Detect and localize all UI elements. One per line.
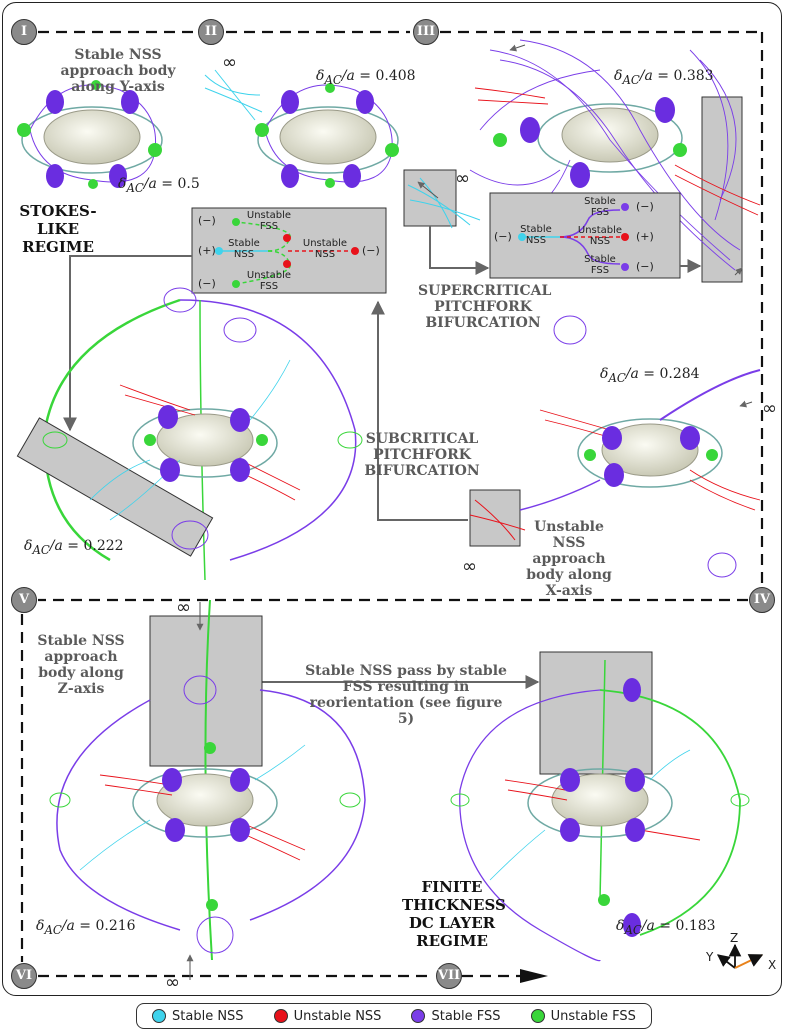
supercritical-sign-plus: (+) [636,230,654,243]
infinity-symbol-vi: ∞ [165,972,180,993]
panel-vi-artwork [49,599,366,980]
panel-marker-iii: III [413,19,439,45]
panel-marker-iv: IV [749,587,775,613]
supercritical-sign-minus-left: (−) [494,230,512,243]
supercritical-diagram [489,192,681,279]
subcritical-label-unstable-fss-bottom: Unstable FSS [246,270,292,292]
subcritical-sign-minus-right: (−) [362,244,380,257]
subcritical-sign-minus-top: (−) [198,214,216,227]
legend: Stable NSS Unstable NSS Stable FSS Unsta… [136,1003,652,1029]
legend-item-unstable-fss: Unstable FSS [530,1009,636,1024]
supercritical-label-stable-nss: Stable NSS [520,224,552,246]
infinity-symbol-v: ∞ [176,597,191,618]
panel-marker-i: I [11,19,37,45]
delta-label-i: δAC/a = 0.5 [118,176,200,195]
panel-iii-artwork [469,39,761,283]
legend-swatch-unstable-nss [273,1009,288,1023]
supercritical-label-stable-fss-bottom: Stable FSS [584,254,616,276]
infinity-symbol-subcritical: ∞ [462,556,477,577]
axis-label-y: Y [706,950,714,964]
annotation-unstable-x: Unstable NSS approach body along X-axis [526,519,612,599]
route-end-arrow [520,969,548,983]
supercritical-label-unstable-nss: Unstable NSS [577,225,623,247]
delta-label-iii: δAC/a = 0.383 [614,68,714,87]
panel-marker-vii: VII [436,963,462,989]
delta-label-vi: δAC/a = 0.216 [36,918,136,937]
supercritical-sign-minus-bottom: (−) [636,260,654,273]
axis-triad [716,943,764,969]
subcritical-label-stable-nss: Stable NSS [228,238,260,260]
annotation-stable-y: Stable NSS approach body along Y-axis [60,47,176,95]
regime-stokes: STOKES-LIKE REGIME [19,202,97,256]
legend-item-stable-nss: Stable NSS [152,1009,244,1024]
annotation-supercritical: SUPERCRITICAL PITCHFORK BIFURCATION [418,283,552,331]
panel-v-artwork [16,287,363,581]
panel-iv-artwork [469,315,761,578]
legend-item-unstable-nss: Unstable NSS [273,1009,381,1024]
subcritical-label-unstable-nss: Unstable NSS [302,238,348,260]
infinity-symbol-iv: ∞ [762,398,777,419]
supercritical-sign-minus-top: (−) [636,200,654,213]
delta-label-v: δAC/a = 0.222 [24,538,124,557]
panel-vii-artwork [450,651,750,962]
panel-marker-vi: VI [11,963,37,989]
supercritical-label-stable-fss-top: Stable FSS [584,196,616,218]
dashed-route [20,30,764,978]
regime-finite: FINITE THICKNESS DC LAYER REGIME [402,878,506,950]
legend-swatch-stable-nss [152,1009,167,1023]
delta-label-iv: δAC/a = 0.284 [600,366,700,385]
annotation-stable-z: Stable NSS approach body along Z-axis [37,633,125,697]
infinity-symbol-ii: ∞ [222,52,237,73]
panel-ii-artwork [204,69,399,188]
subcritical-diagram [191,207,387,294]
subcritical-label-unstable-fss-top: Unstable FSS [246,210,292,232]
legend-swatch-unstable-fss [530,1009,545,1023]
panel-i-artwork [17,80,163,189]
outer-frame [2,2,782,996]
panel-marker-v: V [11,587,37,613]
delta-label-vii: δAC/a = 0.183 [616,918,716,937]
delta-label-ii: δAC/a = 0.408 [316,68,416,87]
infinity-symbol-iii: ∞ [455,168,470,189]
axis-label-x: X [768,958,777,972]
legend-swatch-stable-fss [411,1009,426,1023]
annotation-pass-by: Stable NSS pass by stable FSS resulting … [305,663,507,727]
panel-iii-inset [403,169,481,229]
annotation-subcritical: SUBCRITICAL PITCHFORK BIFURCATION [364,431,480,479]
subcritical-sign-plus: (+) [198,244,216,257]
axis-label-z: Z [730,931,739,945]
subcritical-sign-minus-bottom: (−) [198,277,216,290]
legend-item-stable-fss: Stable FSS [411,1009,501,1024]
panel-marker-ii: II [198,19,224,45]
